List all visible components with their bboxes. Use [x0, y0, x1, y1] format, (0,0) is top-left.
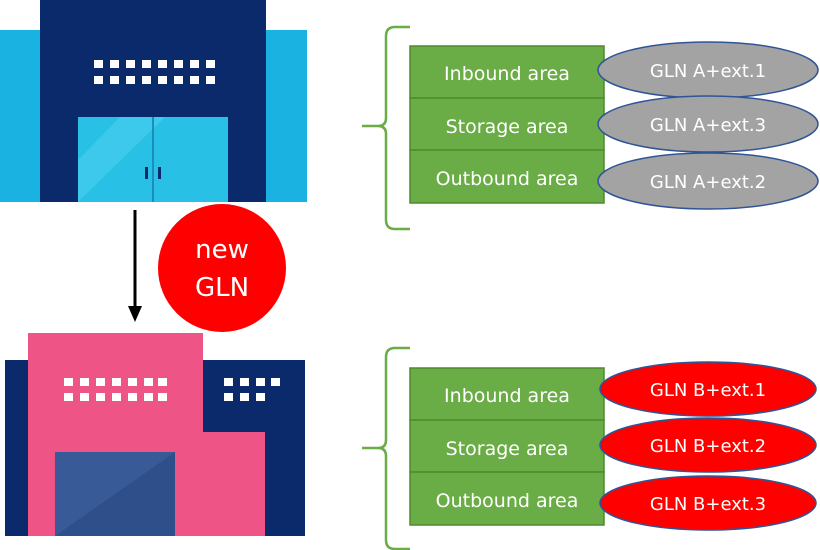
building-a-icon: [0, 0, 307, 202]
gln-label: GLN B+ext.1: [650, 380, 766, 401]
badge-line-1: new: [195, 235, 249, 265]
area-label: Storage area: [446, 438, 569, 460]
building-b-icon: [5, 333, 305, 536]
gln-label: GLN A+ext.2: [650, 172, 766, 193]
group-b-areas: Inbound area Storage area Outbound area: [409, 367, 605, 526]
gln-ellipse: [599, 417, 817, 473]
area-box: [409, 367, 605, 421]
area-box: [409, 419, 605, 473]
area-label: Outbound area: [436, 168, 579, 190]
gln-ellipse: [597, 95, 819, 153]
gln-ellipse: [597, 152, 819, 210]
group-a-glns: GLN A+ext.1 GLN A+ext.3 GLN A+ext.2: [597, 41, 819, 210]
bracket-a: [362, 25, 410, 231]
gln-label: GLN A+ext.3: [650, 115, 766, 136]
area-label: Inbound area: [444, 385, 570, 407]
new-gln-badge: new GLN: [158, 204, 286, 332]
gln-label: GLN A+ext.1: [650, 61, 766, 82]
area-box: [409, 149, 605, 204]
area-label: Inbound area: [444, 63, 570, 85]
badge-line-2: GLN: [195, 273, 249, 303]
group-b-glns: GLN B+ext.1 GLN B+ext.2 GLN B+ext.3: [599, 361, 817, 531]
area-label: Outbound area: [436, 490, 579, 512]
group-a-areas: Inbound area Storage area Outbound area: [409, 45, 605, 204]
area-box: [409, 471, 605, 526]
gln-label: GLN B+ext.2: [650, 436, 766, 457]
area-label: Storage area: [446, 116, 569, 138]
gln-label: GLN B+ext.3: [650, 494, 766, 515]
down-arrow-icon: [128, 210, 142, 322]
gln-ellipse: [599, 361, 817, 417]
bracket-b: [362, 346, 410, 550]
gln-ellipse: [599, 475, 817, 531]
